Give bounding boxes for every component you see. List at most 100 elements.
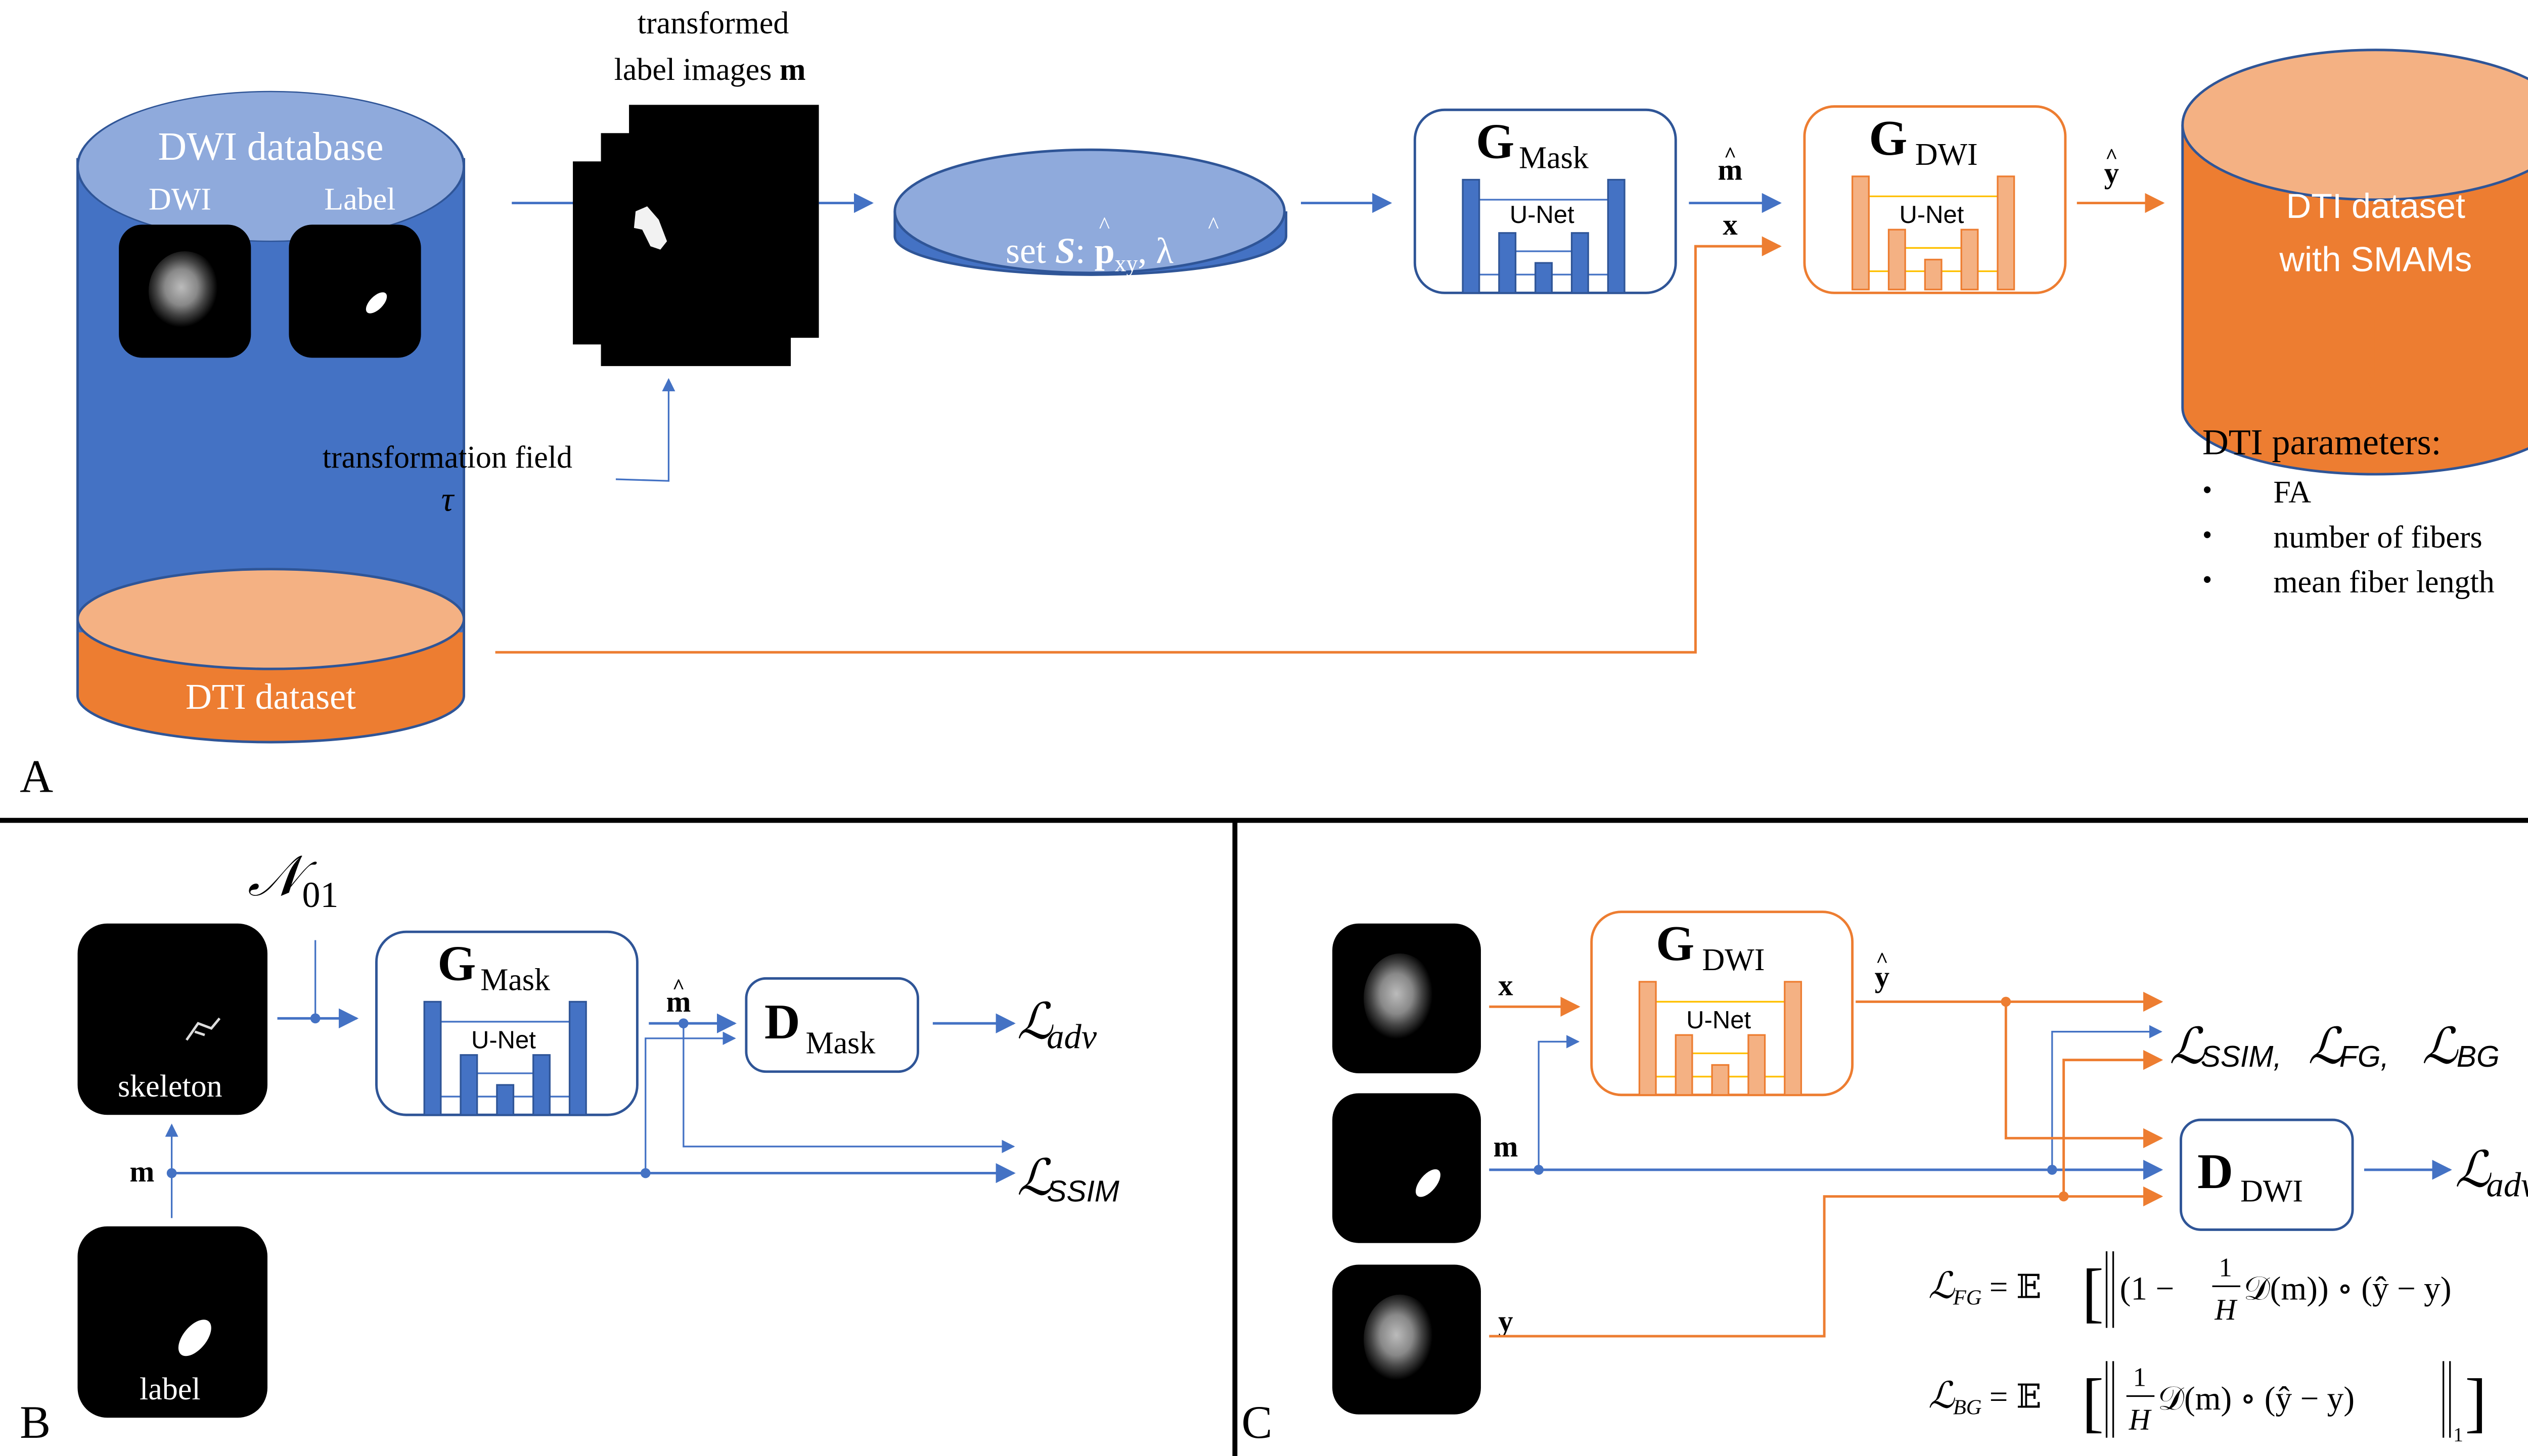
d-dwi-sub: DWI xyxy=(2240,1174,2303,1208)
dti-dataset-cylinder: DTI dataset xyxy=(76,568,465,744)
eq-fg-frac-den: H xyxy=(2214,1293,2238,1326)
loss-group: ℒ SSIM, ℒ FG, ℒ BG xyxy=(2170,1019,2500,1074)
loss-ssim-c-sub: SSIM, xyxy=(2201,1040,2282,1073)
y-label-c: y xyxy=(1498,1304,1513,1338)
loss-ssim-c: ℒ xyxy=(2170,1019,2206,1074)
g-mask-G: G xyxy=(1476,114,1514,169)
label-mask-blob xyxy=(366,292,387,313)
y-image xyxy=(1332,1264,1481,1415)
dti-parameters: DTI parameters: • FA • number of fibers … xyxy=(2202,422,2495,599)
transformed-label-stack xyxy=(573,105,819,367)
equation-fg: ℒ FG = 𝔼 [ (1 − 1 H 𝒟(m)) ∘ (ŷ − y) 1 ] xyxy=(1928,1251,2452,1330)
tau-symbol: τ xyxy=(441,480,455,518)
eq-bg-close-bracket: ] xyxy=(2465,1366,2487,1439)
loss-adv-b-sub: adv xyxy=(1047,1017,1097,1056)
unet-label: U-Net xyxy=(1899,201,1964,229)
x-label-c: x xyxy=(1498,968,1513,1002)
loss-adv-c-sub: adv xyxy=(2487,1165,2528,1204)
loss-fg-c: ℒ xyxy=(2308,1019,2345,1074)
eq-fg-open-bracket: [ xyxy=(2082,1256,2104,1330)
arrow-y-to-losses xyxy=(2062,1050,2163,1197)
skeleton-label: skeleton xyxy=(118,1069,222,1104)
bullet: • xyxy=(2202,564,2212,596)
panel-label-b: B xyxy=(20,1396,51,1447)
lambda-hat: ^ xyxy=(1208,212,1218,238)
eq-bg-frac-num: 1 xyxy=(2133,1363,2146,1392)
eq-bg-norm-sub: 1 xyxy=(2453,1423,2463,1445)
p-hat: ^ xyxy=(1099,212,1110,238)
d-mask-sub: Mask xyxy=(805,1026,876,1060)
dti-parameter-item: mean fiber length xyxy=(2273,565,2494,600)
label-mask-blob xyxy=(178,1320,211,1356)
panel-c: x m y G DWI U-Net y ^ ℒ SSIM, xyxy=(1242,911,2528,1448)
y-hat-caret-c: ^ xyxy=(1876,948,1888,972)
label-image-label: label xyxy=(140,1372,201,1406)
d-dwi-D: D xyxy=(2197,1144,2233,1199)
equation-bg: ℒ BG = 𝔼 [ 1 H 𝒟(m) ∘ (ŷ − y) 1 ] xyxy=(1928,1361,2487,1445)
bullet: • xyxy=(2202,474,2212,506)
dti-smams-line1: DTI dataset xyxy=(2286,187,2465,225)
transformed-label-line1: transformed xyxy=(638,6,789,40)
junction-dot xyxy=(310,1013,321,1024)
d-dwi-box: D DWI xyxy=(2180,1118,2354,1231)
dwi-image-label: DWI xyxy=(149,183,211,217)
unet-label: U-Net xyxy=(471,1026,536,1054)
dti-parameters-title: DTI parameters: xyxy=(2202,422,2442,462)
dti-parameter-item: FA xyxy=(2273,475,2311,510)
eq-bg-body-post: 𝒟(m) ∘ (ŷ − y) xyxy=(2158,1381,2355,1417)
noise-subscript: 01 xyxy=(302,875,339,915)
dti-smams-cylinder: DTI dataset with SMAMs xyxy=(2181,49,2528,476)
y-hat-label-c: y xyxy=(1875,960,1889,993)
panel-label-c: C xyxy=(1242,1396,1273,1447)
g-dwi-sub: DWI xyxy=(1915,138,1978,172)
set-s-cylinder: set S: pxy, λ ^ ^ xyxy=(893,148,1288,277)
label-mask-blob xyxy=(1416,1169,1440,1197)
eq-fg-equals: = 𝔼 xyxy=(1990,1269,2042,1305)
eq-bg-open-bracket: [ xyxy=(2082,1366,2104,1439)
eq-fg-body-pre: (1 − xyxy=(2120,1270,2175,1307)
eq-fg-lhs: ℒ xyxy=(1928,1265,1956,1306)
unet-label: U-Net xyxy=(1686,1006,1751,1034)
y-hat-label-a: y xyxy=(2104,156,2119,190)
eq-fg-body-post: 𝒟(m)) ∘ (ŷ − y) xyxy=(2244,1270,2452,1307)
arrow-m-to-losses xyxy=(2051,1025,2162,1170)
arrow-m-to-d-mask xyxy=(645,1031,736,1173)
skeleton-image: skeleton xyxy=(77,923,267,1115)
m-hat-label-a: m xyxy=(1718,153,1743,186)
m-hat-caret-b: ^ xyxy=(672,975,685,998)
arrow-m-hat-to-l-ssim xyxy=(683,1023,1015,1153)
m-image xyxy=(1332,1093,1481,1243)
g-dwi-box-c: G DWI U-Net xyxy=(1590,911,1854,1097)
g-dwi-G: G xyxy=(1869,111,1907,166)
arrow-y-to-d-dwi xyxy=(1489,1186,2163,1338)
panel-b: 𝒩 01 skeleton label m G Mask U-Net xyxy=(20,845,1120,1447)
g-dwi-G: G xyxy=(1656,916,1694,971)
loss-fg-c-sub: FG, xyxy=(2339,1040,2389,1073)
eq-fg-frac-num: 1 xyxy=(2219,1253,2232,1282)
bullet: • xyxy=(2202,519,2212,551)
m-hat-label-b: m xyxy=(666,985,691,1018)
g-mask-sub: Mask xyxy=(480,963,551,997)
d-mask-D: D xyxy=(764,994,800,1050)
panel-a: DWI database DWI Label transformed label… xyxy=(20,6,2528,802)
m-label-c: m xyxy=(1493,1129,1518,1163)
eq-fg-lhs-sub: FG xyxy=(1953,1286,1982,1309)
dwi-database-title: DWI database xyxy=(158,125,384,169)
y-hat-caret-a: ^ xyxy=(2105,144,2118,168)
g-mask-sub: Mask xyxy=(1519,141,1589,175)
skeleton-shape xyxy=(185,1017,221,1041)
g-mask-box-b: G Mask U-Net xyxy=(375,930,639,1116)
eq-bg-lhs: ℒ xyxy=(1928,1375,1956,1416)
dti-dataset-label: DTI dataset xyxy=(186,676,356,717)
eq-bg-lhs-sub: BG xyxy=(1953,1396,1982,1420)
transformation-field-label: transformation field xyxy=(323,440,572,475)
arrow-y-hat-to-d-dwi xyxy=(2004,1002,2163,1149)
transformed-label-line2: label images m xyxy=(614,53,806,87)
unet-label: U-Net xyxy=(1510,201,1574,229)
loss-ssim-b-sub: SSIM xyxy=(1047,1174,1120,1208)
g-dwi-box-a: G DWI U-Net xyxy=(1803,105,2067,294)
dti-parameter-item: number of fibers xyxy=(2273,520,2482,555)
arrow-transformation-to-stack xyxy=(615,378,675,482)
dti-smams-line2: with SMAMs xyxy=(2279,240,2472,279)
